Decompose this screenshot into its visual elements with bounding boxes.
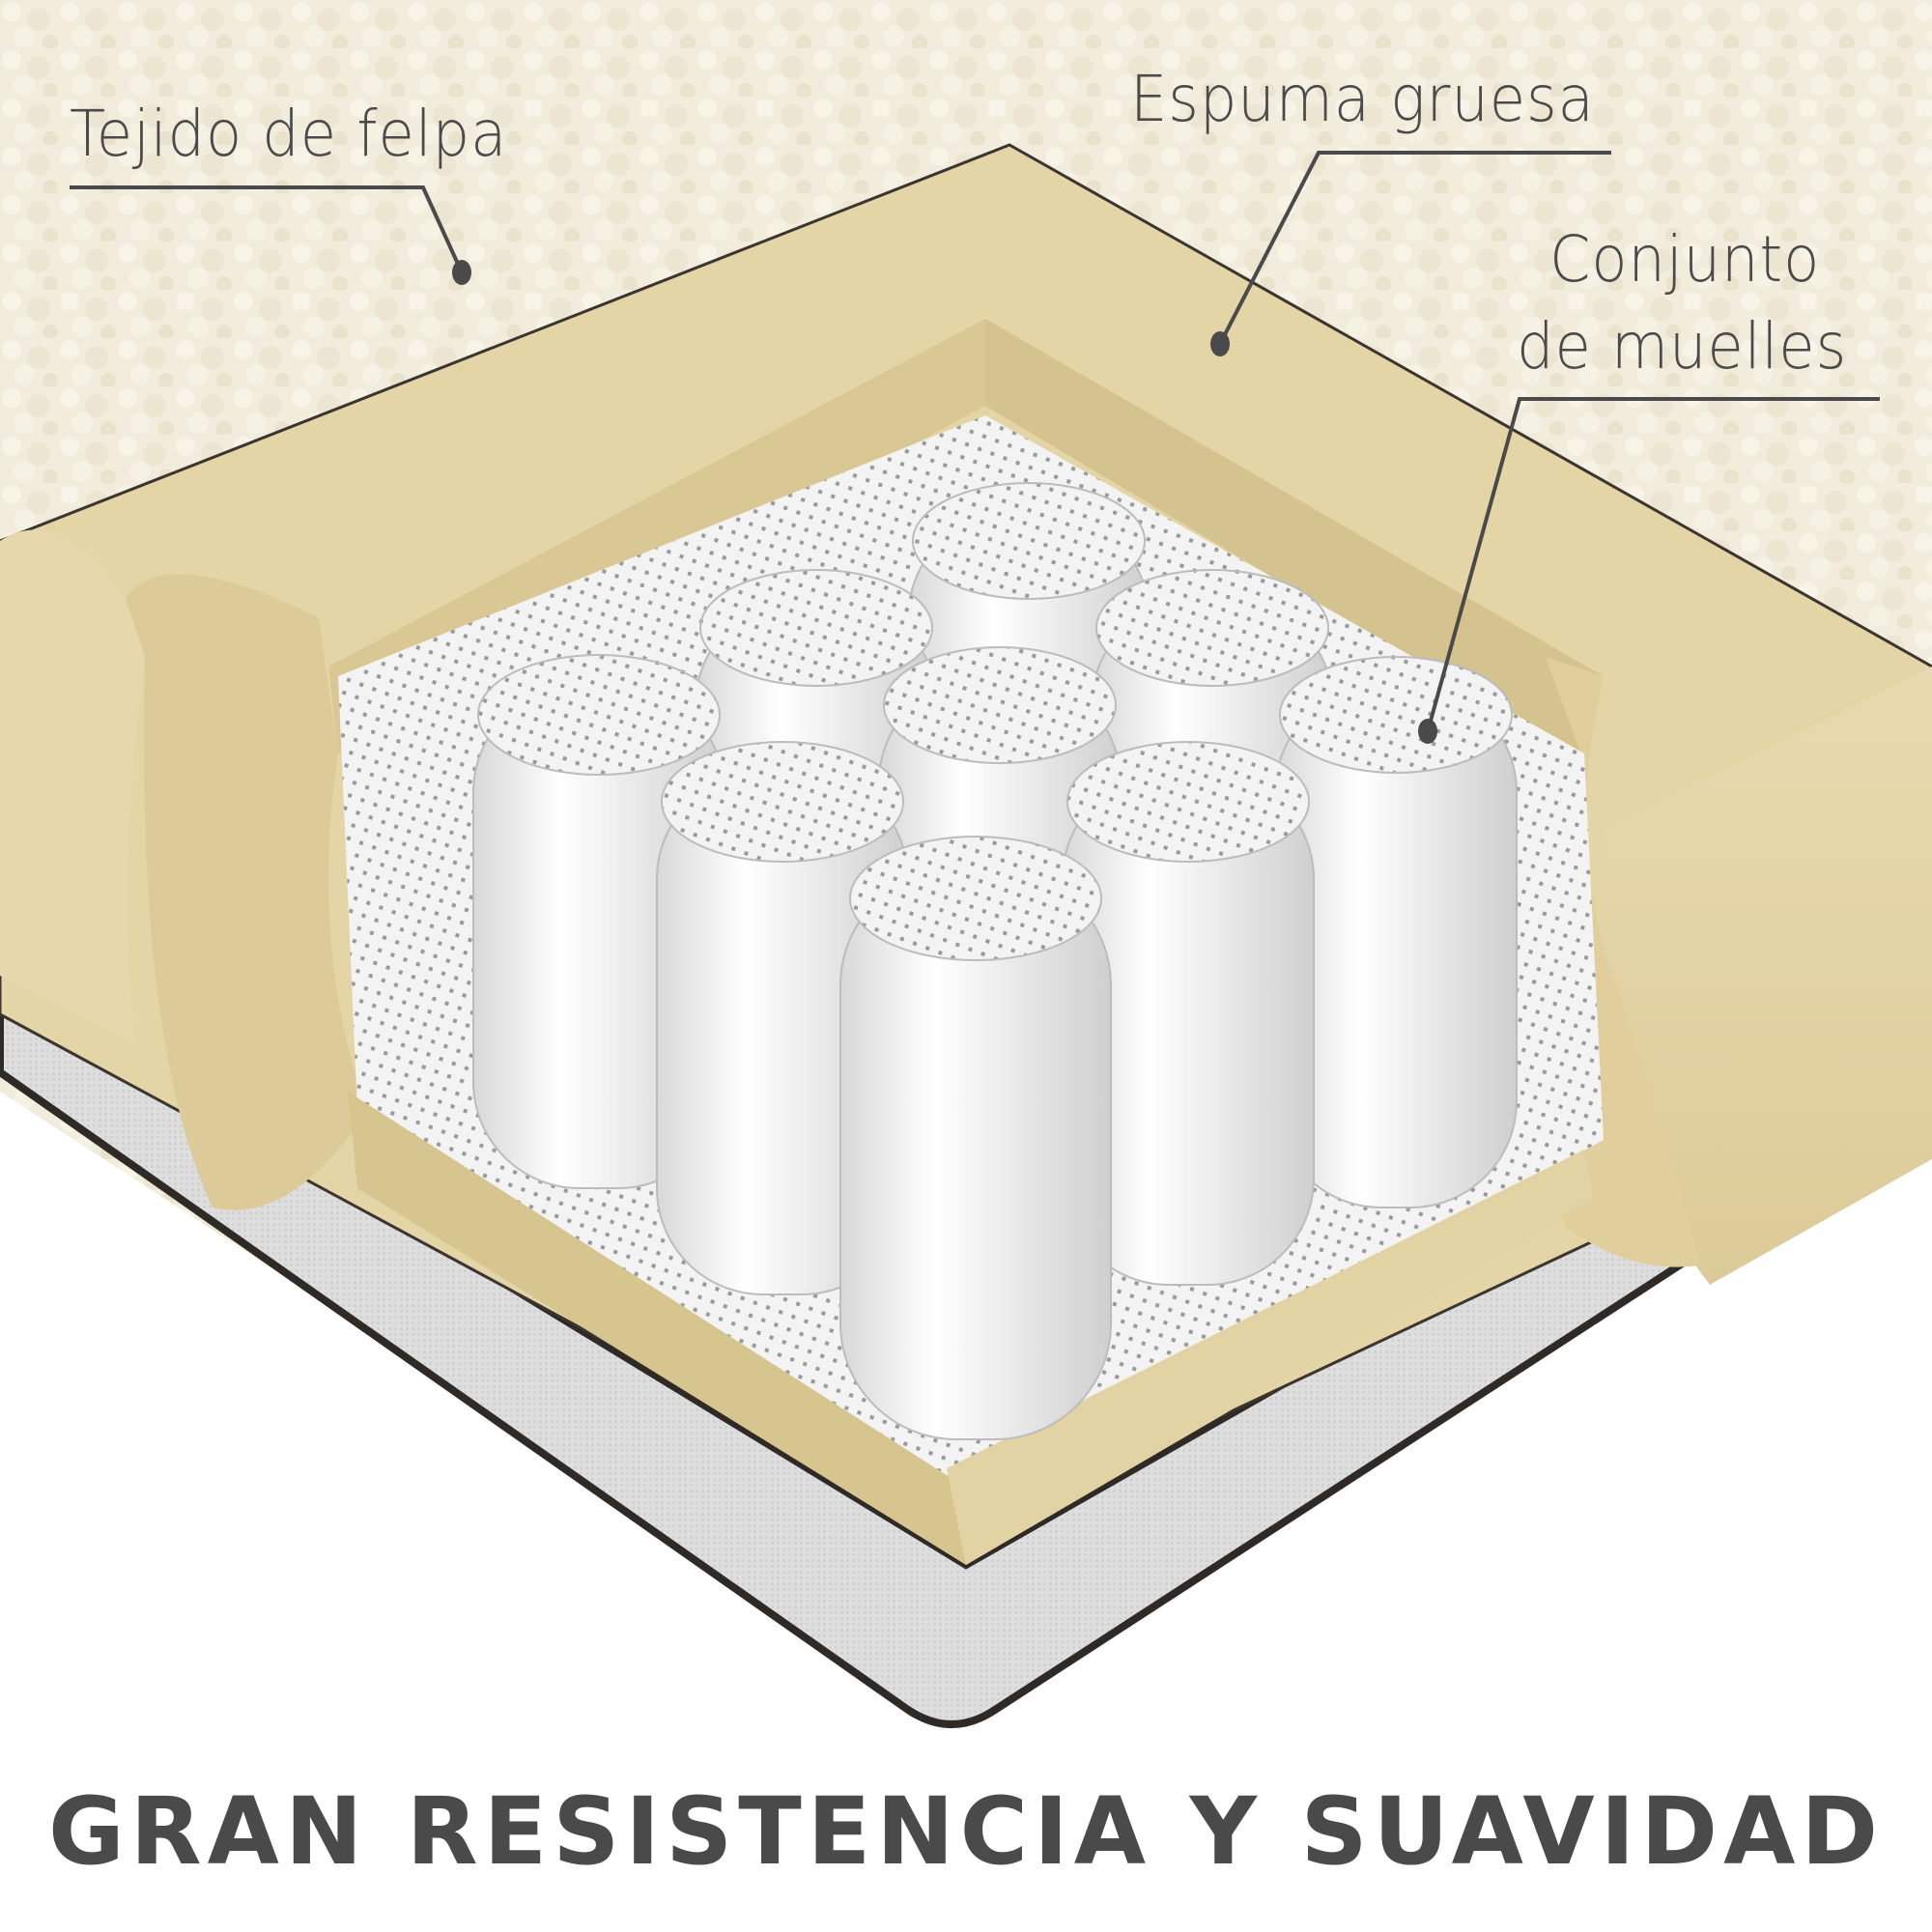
foam-bottom-slab-front — [947, 1150, 1594, 1565]
callout-dot-foam — [1210, 331, 1230, 356]
callout-dots — [452, 260, 1437, 744]
callout-label-springs-line1: Conjunto — [1549, 222, 1821, 297]
coil — [839, 836, 1112, 1440]
callout-label-foam: Espuma gruesa — [1130, 62, 1595, 136]
callout-label-springs-line2: de muelles — [1517, 309, 1848, 384]
base-fabric-layer — [0, 971, 1932, 1728]
coil — [1274, 656, 1518, 1208]
coil — [1062, 741, 1315, 1286]
pocket-coils — [472, 482, 1518, 1440]
foam-outer-left-side — [0, 529, 145, 1043]
foam-outer-right-side — [1594, 667, 1932, 1285]
callout-label-fabric: Tejido de felpa — [70, 97, 508, 171]
background-white — [0, 1092, 1932, 1932]
callout-dot-springs — [1418, 719, 1437, 744]
callout-line-springs — [1426, 397, 1880, 732]
callout-lines — [70, 151, 1880, 732]
callout-dot-fabric — [452, 260, 471, 285]
callout-line-foam — [1218, 151, 1611, 345]
foam-cut-face-left — [126, 574, 367, 1210]
headline: GRAN RESISTENCIA Y SUAVIDAD — [47, 1777, 1885, 1886]
callout-line-fabric — [70, 185, 464, 273]
